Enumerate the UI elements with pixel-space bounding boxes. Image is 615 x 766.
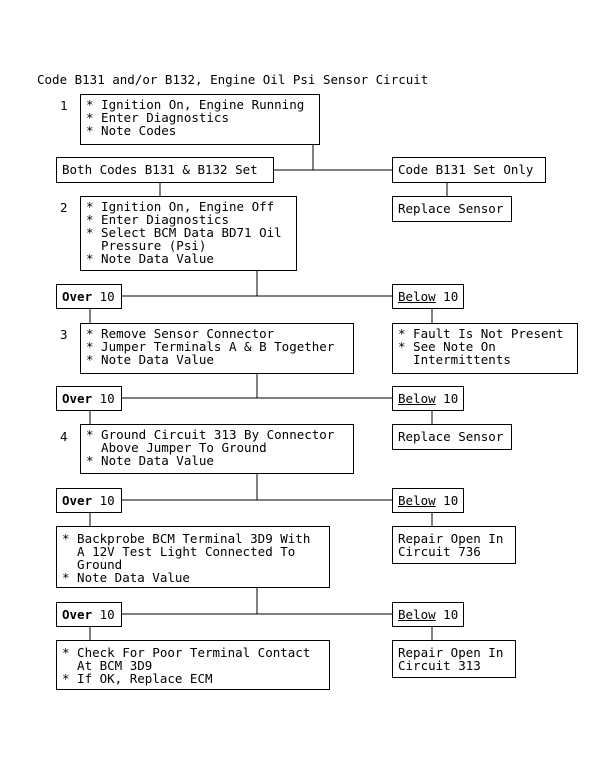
- decision-below-10: Below 10: [392, 386, 464, 411]
- step-line: * Note Data Value: [62, 570, 190, 585]
- step-line: * Enter Diagnostics: [86, 110, 229, 125]
- below-value: 10: [435, 607, 459, 622]
- step-line: At BCM 3D9: [62, 658, 153, 673]
- result-line: Circuit 313: [398, 658, 481, 673]
- step-number-2: 2: [60, 200, 68, 215]
- step-line: * Note Data Value: [86, 453, 214, 468]
- below-label: Below: [398, 289, 436, 304]
- result-line: Repair Open In: [398, 645, 504, 660]
- step-number-3: 3: [60, 327, 68, 342]
- decision-over-10: Over 10: [56, 386, 122, 411]
- decision-over-10: Over 10: [56, 602, 122, 627]
- step-line: * Backprobe BCM Terminal 3D9 With: [62, 531, 311, 546]
- step-line: A 12V Test Light Connected To: [62, 544, 296, 559]
- over-value: 10: [92, 493, 115, 508]
- result-line: Circuit 736: [398, 544, 481, 559]
- branch-label: Both Codes B131 & B132 Set: [62, 162, 258, 177]
- decision-below-10: Below 10: [392, 488, 464, 513]
- result-line: Repair Open In: [398, 531, 504, 546]
- step-line: * Note Codes: [86, 123, 177, 138]
- step-line: Ground: [62, 557, 123, 572]
- step-2-box: * Ignition On, Engine Off * Enter Diagno…: [80, 196, 297, 271]
- step-line: * Ground Circuit 313 By Connector: [86, 427, 335, 442]
- step-4-box: * Ground Circuit 313 By Connector Above …: [80, 424, 354, 474]
- over-value: 10: [92, 289, 115, 304]
- page-title: Code B131 and/or B132, Engine Oil Psi Se…: [37, 72, 429, 87]
- step-line: * If OK, Replace ECM: [62, 671, 213, 686]
- step-line: * Note Data Value: [86, 352, 214, 367]
- decision-over-10: Over 10: [56, 488, 122, 513]
- over-value: 10: [92, 391, 115, 406]
- replace-sensor-box-1: Replace Sensor: [392, 196, 512, 222]
- step-line: * Ignition On, Engine Off: [86, 199, 275, 214]
- step-6-box: * Check For Poor Terminal Contact At BCM…: [56, 640, 330, 690]
- step-line: * Check For Poor Terminal Contact: [62, 645, 311, 660]
- branch-both-codes: Both Codes B131 & B132 Set: [56, 157, 274, 183]
- step-line: Above Jumper To Ground: [86, 440, 267, 455]
- step-3-box: * Remove Sensor Connector * Jumper Termi…: [80, 323, 354, 374]
- step-line: * Jumper Terminals A & B Together: [86, 339, 335, 354]
- branch-label: Code B131 Set Only: [398, 162, 534, 177]
- step-5-box: * Backprobe BCM Terminal 3D9 With A 12V …: [56, 526, 330, 588]
- step-line: * Remove Sensor Connector: [86, 326, 275, 341]
- decision-below-10: Below 10: [392, 602, 464, 627]
- below-value: 10: [435, 391, 459, 406]
- step-number-1: 1: [60, 98, 68, 113]
- below-value: 10: [435, 289, 459, 304]
- decision-below-10: Below 10: [392, 284, 464, 309]
- over-label: Over: [62, 493, 93, 508]
- step-line: * Ignition On, Engine Running: [86, 97, 305, 112]
- result-label: Replace Sensor: [398, 201, 504, 216]
- below-label: Below: [398, 607, 436, 622]
- result-line: * See Note On: [398, 339, 496, 354]
- step-line: * Select BCM Data BD71 Oil: [86, 225, 282, 240]
- step-1-box: * Ignition On, Engine Running * Enter Di…: [80, 94, 320, 145]
- step-number-4: 4: [60, 429, 68, 444]
- below-label: Below: [398, 493, 436, 508]
- decision-over-10: Over 10: [56, 284, 122, 309]
- branch-b131-only: Code B131 Set Only: [392, 157, 546, 183]
- fault-not-present-box: * Fault Is Not Present * See Note On Int…: [392, 323, 578, 374]
- step-line: * Enter Diagnostics: [86, 212, 229, 227]
- below-label: Below: [398, 391, 436, 406]
- below-value: 10: [435, 493, 459, 508]
- step-line: Pressure (Psi): [86, 238, 207, 253]
- replace-sensor-box-2: Replace Sensor: [392, 424, 512, 450]
- step-line: * Note Data Value: [86, 251, 214, 266]
- result-label: Replace Sensor: [398, 429, 504, 444]
- over-label: Over: [62, 607, 93, 622]
- over-label: Over: [62, 391, 93, 406]
- result-line: * Fault Is Not Present: [398, 326, 564, 341]
- over-label: Over: [62, 289, 93, 304]
- over-value: 10: [92, 607, 115, 622]
- repair-open-313-box: Repair Open In Circuit 313: [392, 640, 516, 678]
- result-line: Intermittents: [398, 352, 511, 367]
- repair-open-736-box: Repair Open In Circuit 736: [392, 526, 516, 564]
